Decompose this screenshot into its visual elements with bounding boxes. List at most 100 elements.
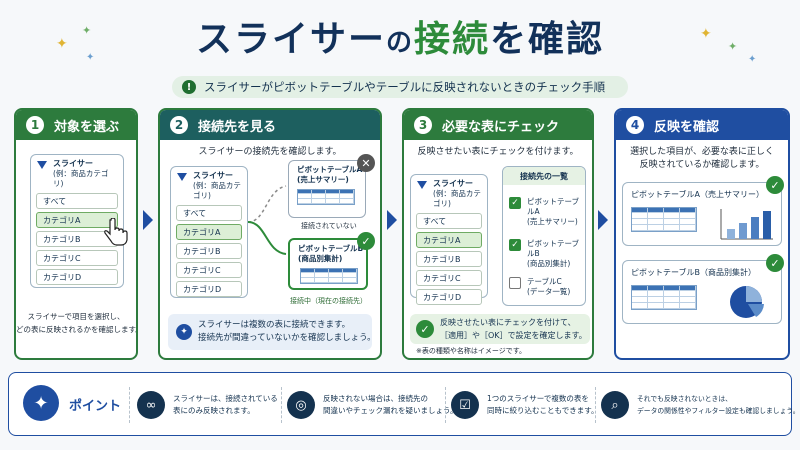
slicer-item-category-a[interactable]: カテゴリA [416, 232, 482, 248]
slicer-item-all[interactable]: すべて [176, 205, 242, 221]
connection-item-a[interactable]: ✓ ピボットテーブルA(売上サマリー) [509, 197, 585, 227]
pivot-table-a-box[interactable]: ピボットテーブルA(売上サマリー) 接続されていない [288, 160, 366, 230]
connection-item-c[interactable]: テーブルC(データ一覧) [509, 277, 570, 297]
check-circle-icon: ✓ [766, 176, 784, 194]
step-number: 4 [626, 116, 644, 134]
subtitle-text: スライサーがピボットテーブルやテーブルに反映されないときのチェック手順 [204, 80, 606, 94]
sparkle-icon: ✦ [56, 36, 68, 52]
item-b-name: ピボットテーブルB [527, 239, 580, 258]
filter-icon [177, 173, 187, 181]
tip-2-line1: 反映されない場合は、接続先の [323, 394, 428, 403]
step-header-1: 1 対象を選ぶ [16, 110, 136, 140]
page-title: スライサーの接続を確認 [0, 10, 800, 62]
step1-desc-line2: どの表に反映されるかを確認します。 [16, 325, 138, 334]
step3-info-box: ✓ 反映させたい表にチェックを付けて、 ［適用］や［OK］で設定を確定します。 [410, 314, 590, 344]
slicer-title: スライサー(例：商品カテゴリ) [411, 175, 487, 213]
sparkle-icon: ✦ [700, 26, 712, 42]
connected-check-icon: ✓ [357, 232, 375, 250]
step-header-4: 4 反映を確認 [616, 110, 788, 140]
slicer-item-category-d[interactable]: カテゴリD [416, 289, 482, 305]
slicer-widget[interactable]: スライサー(例：商品カテゴリ) すべて カテゴリA カテゴリB カテゴリC カテ… [30, 154, 124, 288]
pivot-a-subname: (売上サマリー) [297, 175, 349, 184]
pivot-a-status: 接続されていない [301, 222, 357, 230]
pivot-a-name: ピボットテーブルA [297, 165, 363, 174]
tip-1-line1: スライサーは、接続されている [173, 394, 278, 403]
checkbox-unchecked[interactable] [509, 277, 521, 289]
divider [445, 387, 446, 423]
subtitle-banner: ! スライサーがピボットテーブルやテーブルに反映されないときのチェック手順 [172, 76, 628, 98]
item-a-subname: (売上サマリー) [527, 217, 578, 226]
link-icon: ∞ [137, 391, 165, 419]
connection-lines [247, 185, 287, 255]
slicer-item-category-c[interactable]: カテゴリC [416, 270, 482, 286]
slicer-item-all[interactable]: すべて [36, 193, 118, 209]
slicer-subtitle: (例：商品カテゴリ) [193, 181, 241, 200]
step2-info-line1: スライサーは複数の表に接続できます。 [198, 320, 351, 330]
slicer-item-category-d[interactable]: カテゴリD [176, 281, 242, 297]
slicer-item-all[interactable]: すべて [416, 213, 482, 229]
result-pivot-b[interactable]: ピボットテーブルB（商品別集計） [622, 260, 782, 324]
slicer-title-text: スライサー [433, 179, 473, 188]
step-number: 1 [26, 116, 44, 134]
bar-chart-icon [720, 209, 773, 240]
sparkle-icon: ✦ [728, 40, 738, 53]
tip-1-line2: 表にのみ反映されます。 [173, 406, 255, 415]
slicer-title-text: スライサー [53, 159, 93, 168]
mini-table-icon [631, 207, 697, 232]
slicer-item-category-b[interactable]: カテゴリB [416, 251, 482, 267]
title-part-confirm: を確認 [490, 19, 605, 60]
step3-info-line1: 反映させたい表にチェックを付けて、 [440, 318, 576, 327]
slicer-item-category-a[interactable]: カテゴリA [176, 224, 242, 240]
tip-2-line2: 間違いやチェック漏れを疑いましょう。 [323, 406, 458, 415]
result-pivot-a-label: ピボットテーブルA（売上サマリー） [631, 190, 764, 199]
pivot-table-b-box[interactable]: ピボットテーブルB(商品別集計) [288, 238, 368, 290]
slicer-item-category-c[interactable]: カテゴリC [36, 250, 118, 266]
step-card-2: 2 接続先を見る スライサーの接続先を確認します。 スライサー(例：商品カテゴリ… [158, 108, 382, 360]
step-header-2: 2 接続先を見る [160, 110, 380, 140]
sparkle-icon: ✦ [748, 54, 757, 65]
slicer-item-category-d[interactable]: カテゴリD [36, 269, 118, 285]
check-circle-icon: ✓ [416, 320, 434, 338]
step-header-3: 3 必要な表にチェック [404, 110, 592, 140]
step3-footnote: ※表の種類や名称はイメージです。 [416, 347, 527, 355]
checkbox-checked[interactable]: ✓ [509, 197, 521, 209]
slicer-item-category-a[interactable]: カテゴリA [36, 212, 118, 228]
lightbulb-icon: ✦ [176, 324, 192, 340]
slicer-item-category-c[interactable]: カテゴリC [176, 262, 242, 278]
step-title: 反映を確認 [654, 119, 720, 135]
connection-item-b[interactable]: ✓ ピボットテーブルB(商品別集計) [509, 239, 585, 269]
pie-chart-icon [730, 286, 764, 318]
filter-icon [417, 181, 427, 189]
arrow-right-icon [598, 210, 608, 230]
checkbox-checked[interactable]: ✓ [509, 239, 521, 251]
mini-table-icon [631, 285, 697, 310]
tip-1: ∞ スライサーは、接続されている表にのみ反映されます。 [137, 385, 278, 425]
mini-table-icon [300, 268, 358, 284]
slicer-widget[interactable]: スライサー(例：商品カテゴリ) すべて カテゴリA カテゴリB カテゴリC カテ… [170, 166, 248, 298]
result-pivot-a[interactable]: ピボットテーブルA（売上サマリー） [622, 182, 782, 246]
pivot-b-name: ピボットテーブルB [298, 244, 364, 253]
step-number: 3 [414, 116, 432, 134]
arrow-right-icon [387, 210, 397, 230]
connection-list-panel: 接続先の一覧 ✓ ピボットテーブルA(売上サマリー) ✓ ピボットテーブルB(商… [502, 166, 586, 306]
tip-4-line2: データの関係性やフィルター設定も確認しましょう。 [637, 407, 800, 415]
tip-4-line1: それでも反映されないときは、 [637, 395, 732, 403]
slicer-widget[interactable]: スライサー(例：商品カテゴリ) すべて カテゴリA カテゴリB カテゴリC カテ… [410, 174, 488, 305]
tip-3: ☑ 1つのスライサーで複数の表を同時に絞り込むこともできます。 [451, 385, 598, 425]
title-part-slicer: スライサー [195, 19, 386, 60]
step-card-3: 3 必要な表にチェック 反映させたい表にチェックを付けます。 スライサー(例：商… [402, 108, 594, 360]
search-icon: ⌕ [601, 391, 629, 419]
tip-3-line1: 1つのスライサーで複数の表を [487, 394, 589, 403]
step2-info-box: ✦ スライサーは複数の表に接続できます。 接続先が間違っていないかを確認しましょ… [168, 314, 376, 350]
filter-icon [37, 161, 47, 169]
sparkle-icon: ✦ [86, 52, 95, 63]
slicer-item-category-b[interactable]: カテゴリB [176, 243, 242, 259]
tip-3-line2: 同時に絞り込むこともできます。 [487, 406, 599, 415]
tip-2: ◎ 反映されない場合は、接続先の間違いやチェック漏れを疑いましょう。 [287, 385, 458, 425]
result-pivot-b-label: ピボットテーブルB（商品別集計） [631, 268, 757, 277]
slicer-title: スライサー(例：商品カテゴリ) [171, 167, 247, 205]
step1-description: スライサーで項目を選択し、 どの表に反映されるかを確認します。 [16, 310, 136, 336]
step-card-4: 4 反映を確認 選択した項目が、必要な表に正しく 反映されているか確認します。 … [614, 108, 790, 360]
step4-description: 選択した項目が、必要な表に正しく 反映されているか確認します。 [616, 146, 788, 172]
slicer-subtitle: (例：商品カテゴリ) [433, 189, 481, 208]
